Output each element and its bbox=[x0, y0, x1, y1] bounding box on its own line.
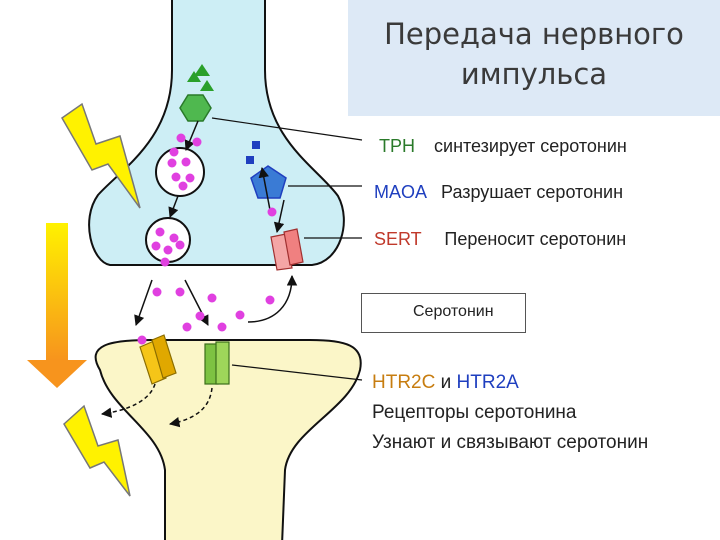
signal-direction-arrow bbox=[27, 223, 87, 388]
maoa-product-square bbox=[246, 156, 254, 164]
tph-name: TPH bbox=[379, 136, 415, 156]
receptor-conjunction: и bbox=[441, 372, 452, 393]
vesicle-lower bbox=[146, 218, 190, 262]
maoa-description: Разрушает серотонин bbox=[441, 182, 623, 202]
maoa-name: MAOA bbox=[374, 182, 426, 202]
page-title: Передача нервного импульса bbox=[348, 14, 720, 94]
sert-name: SERT bbox=[374, 229, 421, 249]
tph-label: TPH синтезирует серотонин bbox=[379, 135, 627, 157]
receptor-description: HTR2C и HTR2A Рецепторы серотонина Узнаю… bbox=[372, 368, 648, 458]
tph-description: синтезирует серотонин bbox=[434, 136, 627, 156]
receptor-line-2: Рецепторы серотонина bbox=[372, 398, 648, 428]
receptor-name-2: HTR2A bbox=[457, 372, 519, 393]
receptor-names-line: HTR2C и HTR2A bbox=[372, 368, 648, 398]
presynaptic-terminal bbox=[89, 0, 344, 265]
receptor-line-3: Узнают и связывают серотонин bbox=[372, 428, 648, 458]
sert-description: Переносит серотонин bbox=[444, 229, 626, 249]
receptor-name-1: HTR2C bbox=[372, 372, 435, 393]
lightning-bolt-bottom-icon bbox=[64, 406, 130, 496]
sert-label: SERT Переносит серотонин bbox=[374, 228, 626, 250]
title-line-1: Передача нервного bbox=[348, 14, 720, 54]
maoa-label: MAOA Разрушает серотонин bbox=[374, 181, 623, 203]
legend-label: Серотонин bbox=[413, 302, 494, 322]
receptor-htr2a bbox=[205, 342, 229, 384]
title-line-2: импульса bbox=[348, 54, 720, 94]
maoa-product-square bbox=[252, 141, 260, 149]
